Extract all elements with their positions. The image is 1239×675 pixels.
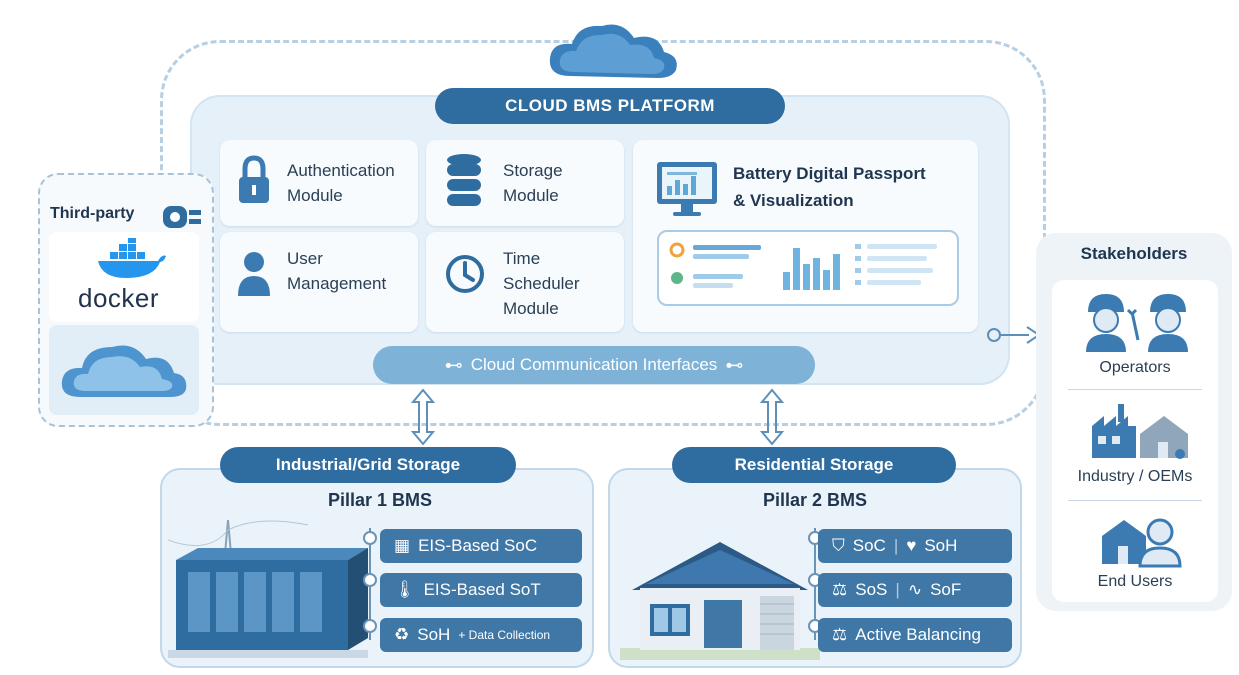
feature-connector xyxy=(363,528,377,640)
docker-whale-icon xyxy=(98,238,166,278)
container-battery-illustration xyxy=(168,519,368,658)
feature-label: SoH xyxy=(924,536,958,555)
plug-icon xyxy=(163,206,201,228)
stakeholders-title: Stakeholders xyxy=(1080,244,1188,263)
soh-data-feature: ♻ SoH + Data Collection xyxy=(380,618,582,652)
user-icon xyxy=(238,252,270,296)
divider xyxy=(1068,389,1202,390)
house-solar-illustration xyxy=(620,542,820,660)
link-icon: ⊷ xyxy=(444,354,463,375)
lock-icon xyxy=(239,155,269,203)
feature-connector xyxy=(808,528,822,640)
heart-icon: ♥ xyxy=(906,536,917,555)
divider xyxy=(1068,500,1202,501)
eis-sot-feature: 🌡 EIS-Based SoT xyxy=(380,573,582,607)
heart-cycle-icon: ♻ xyxy=(394,625,410,644)
feature-label: EIS-Based SoC xyxy=(418,536,538,555)
eis-soc-feature: ▦ EIS-Based SoC xyxy=(380,529,582,563)
feature-label: SoS xyxy=(855,580,888,599)
cloud-communication-interfaces: ⊷ Cloud Communication Interfaces ⊷ xyxy=(373,346,815,384)
pillar-1-header: Industrial/Grid Storage xyxy=(220,447,516,483)
operators-icon xyxy=(1086,294,1188,352)
dashboard-widgets xyxy=(669,242,937,290)
end-users-icon xyxy=(1102,518,1182,568)
stakeholder-operators: Operators xyxy=(1099,359,1171,376)
feature-sublabel: + Data Collection xyxy=(458,628,551,642)
time-scheduler-module xyxy=(426,232,624,332)
pillar-2-subtitle: Pillar 2 BMS xyxy=(762,490,868,510)
arrow-right-icon xyxy=(987,326,1041,344)
divider: | xyxy=(893,536,899,555)
stakeholder-industry-oems: Industry / OEMs xyxy=(1077,468,1193,485)
active-balancing-feature: ⚖ Active Balancing xyxy=(818,618,1012,652)
authentication-module-label: Authentication Module xyxy=(287,161,395,205)
monitor-icon xyxy=(657,162,717,216)
scale-icon: ⚖ xyxy=(832,580,848,599)
link-icon: ⊷ xyxy=(725,354,744,375)
third-party-title: Third-party xyxy=(50,205,135,222)
time-scheduler-label: Time Scheduler Module xyxy=(503,249,580,318)
grid-icon: ▦ xyxy=(394,536,411,555)
thermometer-icon: 🌡 xyxy=(394,580,416,599)
scale-icon: ⚖ xyxy=(832,625,848,644)
feature-label: SoH xyxy=(417,625,451,644)
pillar-2-header: Residential Storage xyxy=(672,447,956,483)
feature-label: SoC xyxy=(852,536,886,555)
shield-icon: ⛉ xyxy=(832,536,845,555)
feature-label: SoF xyxy=(930,580,962,599)
docker-label: docker xyxy=(78,283,160,313)
passport-title: Battery Digital Passport & Visualization xyxy=(733,164,926,210)
user-management-label: User Management xyxy=(287,249,387,293)
comm-label: Cloud Communication Interfaces xyxy=(470,355,718,374)
feature-label: Active Balancing xyxy=(855,625,981,644)
pillar-1-subtitle: Pillar 1 BMS xyxy=(327,490,433,510)
platform-title: CLOUD BMS PLATFORM xyxy=(435,88,785,124)
stakeholder-end-users: End Users xyxy=(1097,573,1173,590)
sos-sof-feature: ⚖ SoS | ∿ SoF xyxy=(818,573,1012,607)
cloud-icon xyxy=(549,24,677,78)
storage-module-label: Storage Module xyxy=(503,161,563,205)
database-icon xyxy=(447,154,481,206)
double-arrow-icon xyxy=(410,388,436,446)
factory-icon xyxy=(1092,404,1188,459)
double-arrow-icon xyxy=(759,388,785,446)
cloud-icon xyxy=(61,345,187,397)
divider: | xyxy=(895,580,900,599)
pulse-icon: ∿ xyxy=(907,580,923,599)
clock-icon xyxy=(446,255,484,293)
feature-label: EIS-Based SoT xyxy=(423,580,541,599)
soc-soh-feature: ⛉ SoC | ♥ SoH xyxy=(818,529,1012,563)
